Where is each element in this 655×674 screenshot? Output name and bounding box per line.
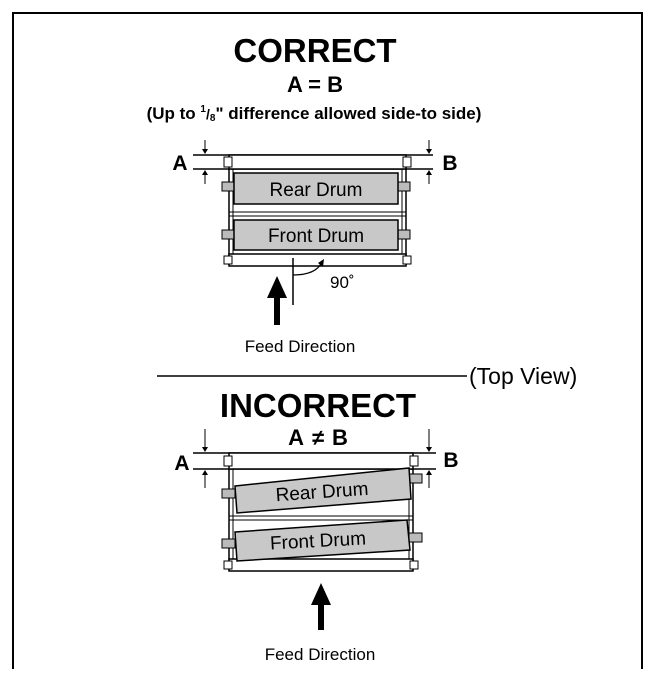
angle-label: 90˚	[330, 273, 355, 292]
feed-direction-label: Feed Direction	[265, 645, 376, 664]
label-a: A	[174, 452, 189, 475]
label-a: A	[172, 152, 187, 175]
front-drum-label: Front Drum	[268, 226, 364, 247]
label-b: B	[442, 152, 457, 175]
incorrect-title: INCORRECT	[220, 387, 416, 424]
rear-drum-label: Rear Drum	[270, 180, 363, 201]
machine-frame	[223, 154, 412, 267]
feed-direction-label: Feed Direction	[245, 337, 356, 356]
rear-drum: Rear Drum	[221, 172, 411, 205]
tolerance-note: (Up to 1/8" difference allowed side-to s…	[147, 104, 482, 124]
correct-equation: A = B	[287, 72, 343, 97]
label-b: B	[443, 449, 458, 472]
feed-arrow-incorrect	[311, 583, 331, 630]
front-drum: Front Drum	[221, 519, 423, 562]
feed-arrow-correct	[267, 276, 287, 325]
correct-section: CORRECT A = B (Up to 1/8" difference all…	[147, 32, 482, 356]
incorrect-section: INCORRECT A≠B A B	[174, 387, 458, 664]
right-angle-indicator: 90˚	[292, 258, 355, 305]
correct-title: CORRECT	[233, 32, 396, 69]
machine-frame	[223, 452, 419, 572]
top-view-label: (Top View)	[469, 363, 577, 389]
front-drum: Front Drum	[221, 219, 411, 251]
front-drum-label: Front Drum	[270, 528, 367, 554]
rear-drum: Rear Drum	[221, 467, 423, 514]
divider: (Top View)	[157, 363, 577, 389]
incorrect-equation: A≠B	[288, 425, 348, 450]
